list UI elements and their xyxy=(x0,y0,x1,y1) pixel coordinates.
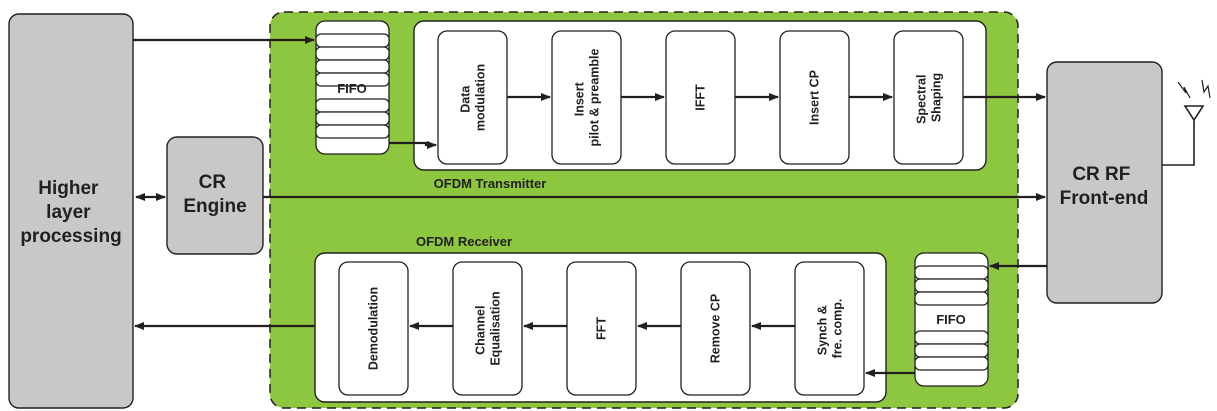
rx-block-channel-equalisation: Channel Equalisation xyxy=(452,261,523,396)
rf-label-2: Front-end xyxy=(1060,188,1149,209)
svg-text:CR Engine: CR Engine xyxy=(183,172,246,217)
connectors xyxy=(133,36,1047,377)
svg-text:Demodulation: Demodulation xyxy=(367,287,381,370)
higher-layer-label-2: layer xyxy=(46,202,91,223)
tx-block-insert-cp: Insert CP xyxy=(779,30,850,165)
svg-text:IFFT: IFFT xyxy=(694,84,708,111)
receiver-title: OFDM Receiver xyxy=(416,234,512,249)
svg-text:Remove CP: Remove CP xyxy=(709,294,723,363)
tx-block-data-modulation: Data modulation xyxy=(437,30,508,165)
antenna-icon xyxy=(1162,79,1211,166)
cr-engine-block: CR Engine xyxy=(166,136,264,255)
rx-fifo-buffer: FIFO xyxy=(914,252,989,387)
arrow-fifo-to-data-modulation xyxy=(389,141,437,149)
svg-text:FFT: FFT xyxy=(595,317,609,340)
rx-block-demodulation: Demodulation xyxy=(338,261,409,396)
svg-text:Spectral Shaping: Spectral Shaping xyxy=(915,71,944,124)
tx-block-insert-pilot-preamble: Insert pilot & preamble xyxy=(551,30,622,165)
tx-block-spectral-shaping: Spectral Shaping xyxy=(893,30,964,165)
tx-fifo-buffer: FIFO xyxy=(315,20,390,155)
rf-label-1: CR RF xyxy=(1072,164,1130,185)
rx-fifo-label: FIFO xyxy=(936,312,966,327)
higher-layer-label-3: processing xyxy=(20,226,121,247)
svg-text:Insert CP: Insert CP xyxy=(808,70,822,125)
tx-block-ifft: IFFT xyxy=(665,30,736,165)
svg-text:Data modulation: Data modulation xyxy=(459,64,488,131)
higher-layer-label-1: Higher xyxy=(38,178,99,199)
rx-block-fft: FFT xyxy=(566,261,637,396)
higher-layer-processing-block: Higher layer processing xyxy=(8,13,134,409)
transmitter-title: OFDM Transmitter xyxy=(434,176,547,191)
svg-text:Insert pilot & preamble: Insert pilot & preamble xyxy=(573,48,602,146)
cr-rf-frontend-block: CR RF Front-end xyxy=(1046,61,1163,304)
svg-text:Higher layer proce: Higher layer processing xyxy=(20,178,121,247)
rx-block-remove-cp: Remove CP xyxy=(680,261,751,396)
svg-text:Channel Equalisation: Channel Equalisation xyxy=(474,291,503,365)
cr-engine-label-1: CR xyxy=(199,172,227,193)
svg-text:CR RF Front-end: CR RF Front-end xyxy=(1060,164,1149,209)
tx-fifo-label: FIFO xyxy=(337,81,367,96)
cr-engine-label-2: Engine xyxy=(183,196,246,217)
svg-text:Synch & fre. comp.: Synch & fre. comp. xyxy=(816,299,845,359)
rx-block-synch-freq-comp: Synch & fre. comp. xyxy=(794,261,865,396)
